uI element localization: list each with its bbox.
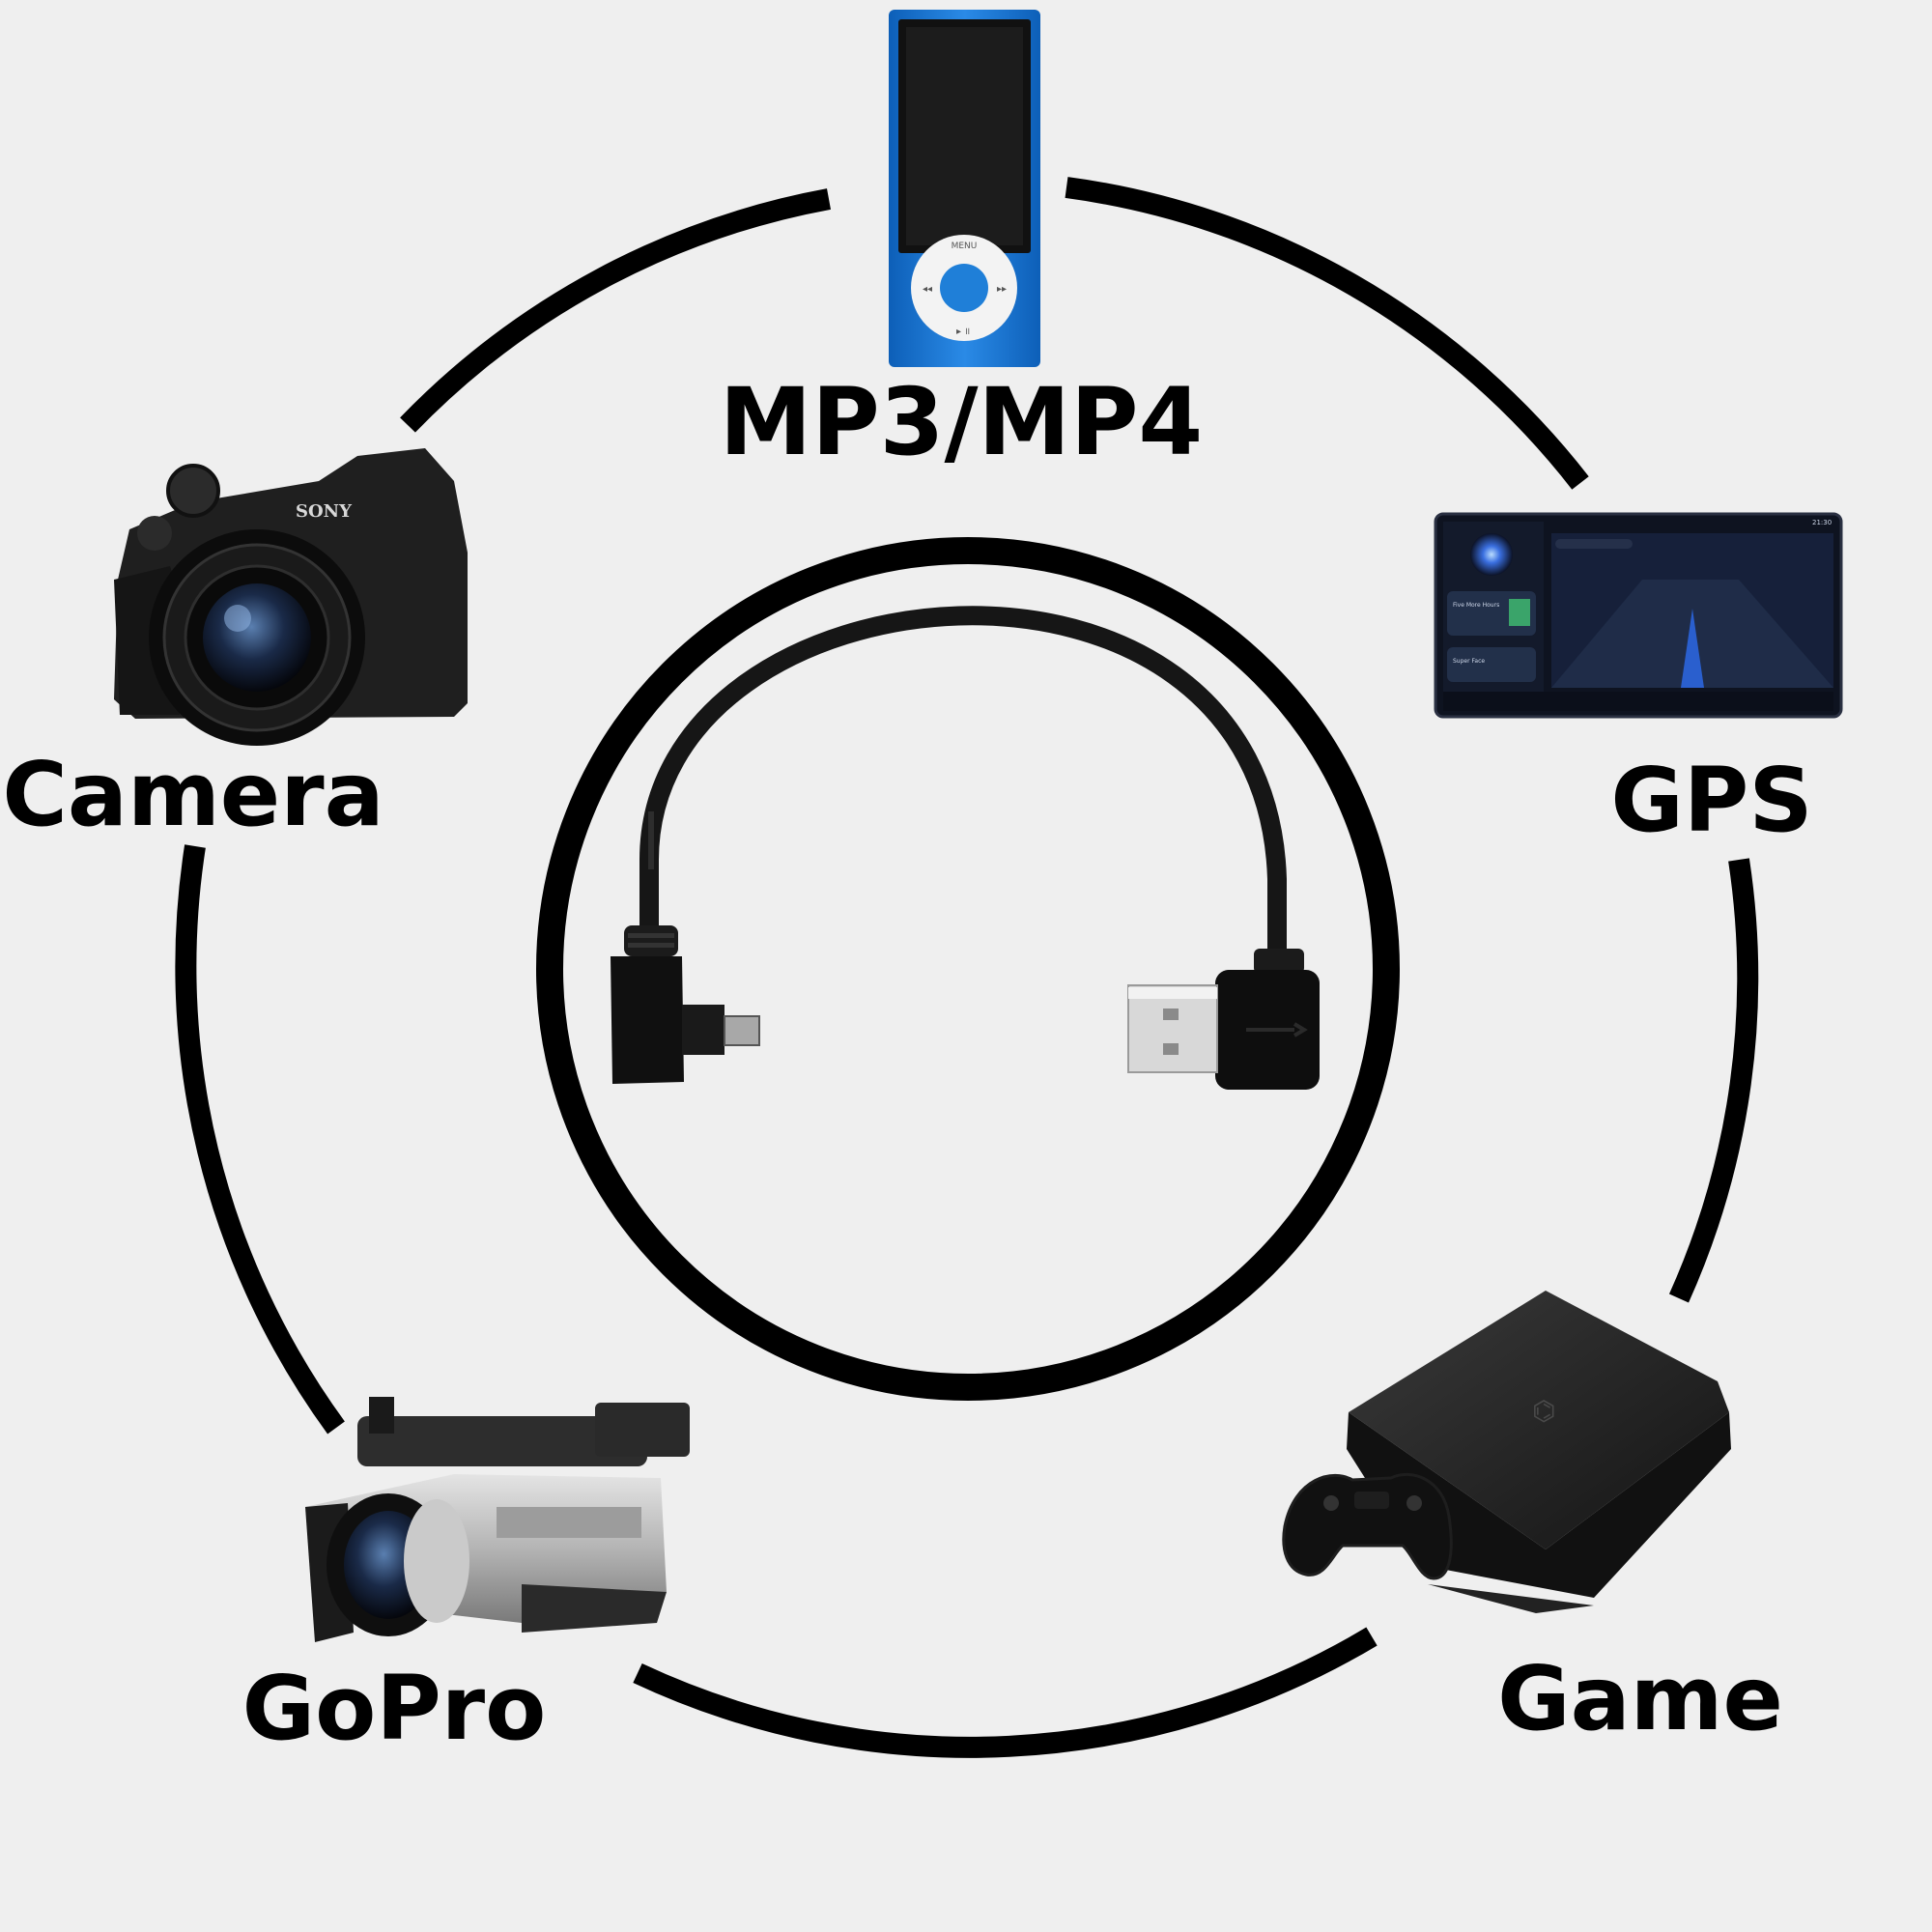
rewind-glyph: ◂◂ bbox=[923, 284, 932, 295]
gopro-label: GoPro bbox=[242, 1657, 547, 1760]
gps-card-title-1: Five More Hours bbox=[1453, 602, 1499, 609]
inner-ring bbox=[536, 537, 1400, 1401]
menu-text: MENU bbox=[952, 242, 978, 251]
console-logo-glyph: ⌬ bbox=[1532, 1395, 1555, 1427]
play-pause-glyph: ▸ ॥ bbox=[956, 327, 970, 337]
game-label: Game bbox=[1497, 1647, 1783, 1750]
gps-label: GPS bbox=[1610, 749, 1812, 852]
digital-camera-icon: SONY bbox=[114, 448, 468, 746]
camera-label: Camera bbox=[2, 743, 384, 846]
mp3-player-icon: MENU ◂◂ ▸▸ ▸ ॥ bbox=[889, 10, 1040, 367]
outer-ring-arc-bottom bbox=[633, 1627, 1378, 1758]
usb-mini-b-right-angle-cable-icon bbox=[611, 606, 1320, 1090]
camera-brand-text: SONY bbox=[296, 501, 353, 522]
gps-card-title-2: Super Face bbox=[1453, 658, 1485, 665]
outer-ring bbox=[175, 177, 1759, 1758]
camcorder-icon bbox=[305, 1397, 690, 1642]
game-console-icon: ⌬ bbox=[1282, 1291, 1731, 1613]
outer-ring-arc-right bbox=[1668, 858, 1759, 1303]
mp3-label: MP3/MP4 bbox=[720, 368, 1203, 476]
outer-ring-arc-top-left bbox=[400, 188, 831, 433]
forward-glyph: ▸▸ bbox=[997, 284, 1007, 295]
outer-ring-arc-top-right bbox=[1065, 177, 1589, 490]
gps-clock-text: 21:30 bbox=[1812, 519, 1832, 526]
car-navigation-screen-icon: Five More Hours Super Face 21:30 bbox=[1434, 512, 1843, 719]
outer-ring-arc-left bbox=[175, 844, 345, 1435]
